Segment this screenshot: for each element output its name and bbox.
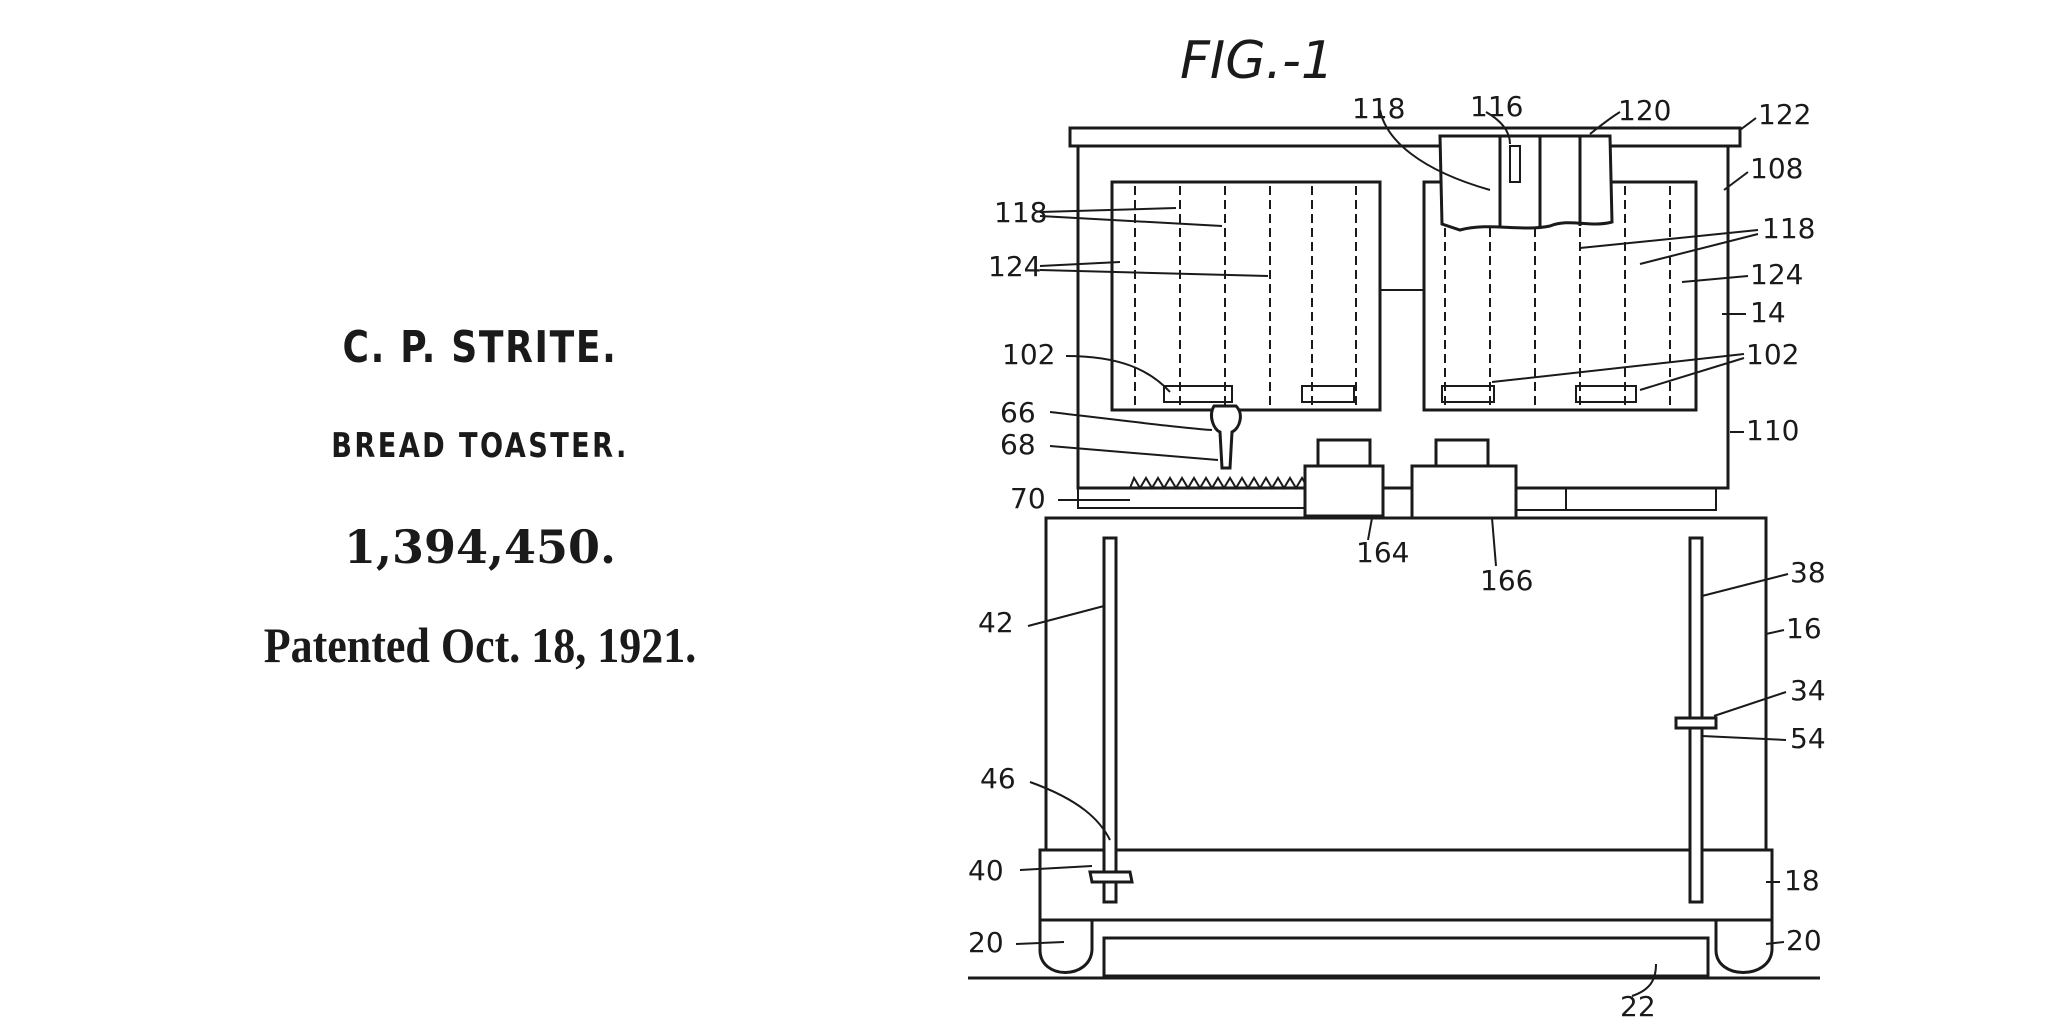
upper-housing: [1076, 144, 1730, 490]
svg-text:40: 40: [968, 854, 1004, 887]
svg-text:54: 54: [1790, 722, 1826, 755]
svg-text:118: 118: [994, 196, 1047, 229]
switch-164-knob: [1316, 438, 1372, 468]
svg-text:66: 66: [1000, 396, 1036, 429]
svg-text:120: 120: [1618, 94, 1671, 127]
patent-number: 1,394,450.: [343, 520, 617, 574]
svg-text:118: 118: [1762, 212, 1815, 245]
leader-lines: [1015, 109, 1789, 997]
left-heating-wires: [1134, 186, 1357, 406]
svg-text:124: 124: [1750, 258, 1803, 291]
gear-rack: [1129, 475, 1309, 490]
switch-166-knob: [1434, 438, 1490, 468]
left-foot: [1038, 920, 1094, 974]
svg-text:108: 108: [1750, 152, 1803, 185]
rack-bar: [1077, 487, 1319, 509]
left-knob-40: [1088, 870, 1134, 884]
svg-text:118: 118: [1352, 92, 1405, 125]
svg-text:22: 22: [1620, 990, 1656, 1023]
cutaway-section: [1438, 134, 1614, 232]
svg-text:102: 102: [1002, 338, 1055, 371]
svg-text:20: 20: [968, 926, 1004, 959]
svg-text:38: 38: [1790, 556, 1826, 589]
svg-text:14: 14: [1750, 296, 1786, 329]
switch-164: [1303, 464, 1385, 518]
base-band: [1038, 848, 1774, 922]
svg-text:46: 46: [980, 762, 1016, 795]
inventor-name: C. P. STRITE.: [342, 322, 618, 373]
crumb-tray: [1102, 936, 1710, 978]
lever-66: [1210, 404, 1242, 470]
invention-title: BREAD TOASTER.: [331, 426, 629, 466]
svg-text:20: 20: [1786, 924, 1822, 957]
svg-text:164: 164: [1356, 536, 1409, 569]
svg-text:110: 110: [1746, 414, 1799, 447]
slider-34: [1674, 716, 1718, 730]
left-carriers: [1163, 385, 1637, 403]
left-rod: [1102, 536, 1118, 880]
patent-date: Patented Oct. 18, 1921.: [263, 617, 697, 673]
svg-text:34: 34: [1790, 674, 1826, 707]
svg-text:16: 16: [1786, 612, 1822, 645]
svg-text:116: 116: [1470, 90, 1523, 123]
svg-text:68: 68: [1000, 428, 1036, 461]
svg-text:42: 42: [978, 606, 1014, 639]
top-plate: [1068, 126, 1742, 148]
figure-label: FIG.-1: [1180, 31, 1334, 91]
svg-text:122: 122: [1758, 98, 1811, 131]
right-foot: [1714, 920, 1774, 974]
switch-166: [1410, 464, 1518, 520]
svg-text:70: 70: [1010, 482, 1046, 515]
svg-text:18: 18: [1784, 864, 1820, 897]
reference-numerals: 118 116 120 122 108 118 124 102 66 68 70…: [968, 90, 1826, 1023]
left-chamber: [1110, 180, 1382, 412]
svg-text:166: 166: [1480, 564, 1533, 597]
svg-text:124: 124: [988, 250, 1041, 283]
svg-text:102: 102: [1746, 338, 1799, 371]
